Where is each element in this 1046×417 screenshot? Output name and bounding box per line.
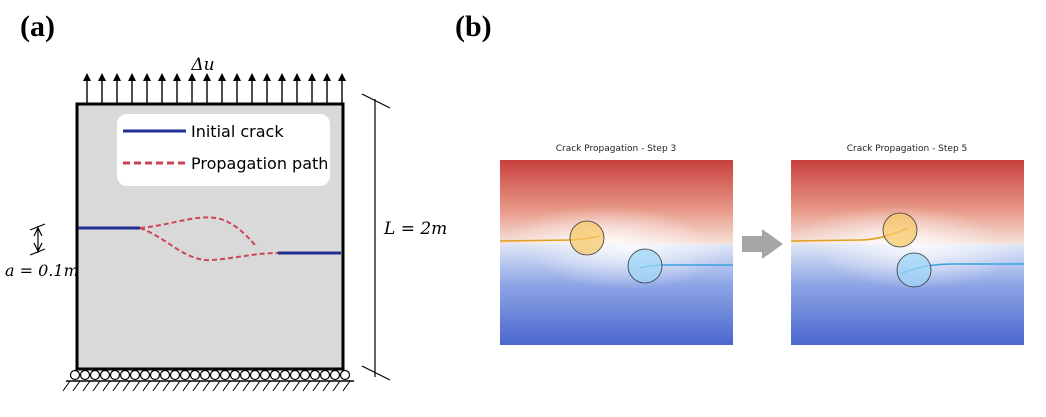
step5-plot — [790, 160, 1024, 345]
ground-hatch — [62, 380, 351, 392]
length-label: L = 2m — [383, 219, 447, 239]
legend-propagation-path-label: Propagation path — [191, 154, 328, 173]
panel-a: Δu Initial crack Propagation path a = 0 — [5, 55, 447, 392]
rollers — [69, 369, 351, 381]
load-arrows — [83, 73, 346, 103]
panel-b: Crack Propagation - Step 3 Crack Propaga… — [499, 144, 1024, 345]
step-arrow — [742, 229, 783, 259]
legend-initial-crack-label: Initial crack — [191, 122, 284, 141]
step3-title: Crack Propagation - Step 3 — [556, 144, 677, 154]
crack-size-dimension — [29, 223, 46, 256]
step5-tip-orange — [882, 212, 918, 248]
length-dimension — [361, 93, 391, 381]
legend: Initial crack Propagation path — [117, 114, 330, 186]
crack-size-label: a = 0.1m — [5, 261, 79, 280]
roller-support — [62, 369, 354, 392]
propagation-paths — [139, 216, 279, 262]
panel-a-label: (a) — [20, 10, 55, 43]
step3-plot — [499, 160, 733, 345]
load-label: Δu — [190, 55, 214, 75]
propagation-path-upper — [139, 216, 258, 248]
step3-tip-orange — [569, 220, 605, 256]
step3-tip-blue — [627, 248, 663, 284]
propagation-path-lower — [139, 227, 279, 262]
panel-b-label: (b) — [455, 10, 492, 43]
step5-tip-blue — [896, 252, 932, 288]
step5-title: Crack Propagation - Step 5 — [847, 144, 968, 154]
